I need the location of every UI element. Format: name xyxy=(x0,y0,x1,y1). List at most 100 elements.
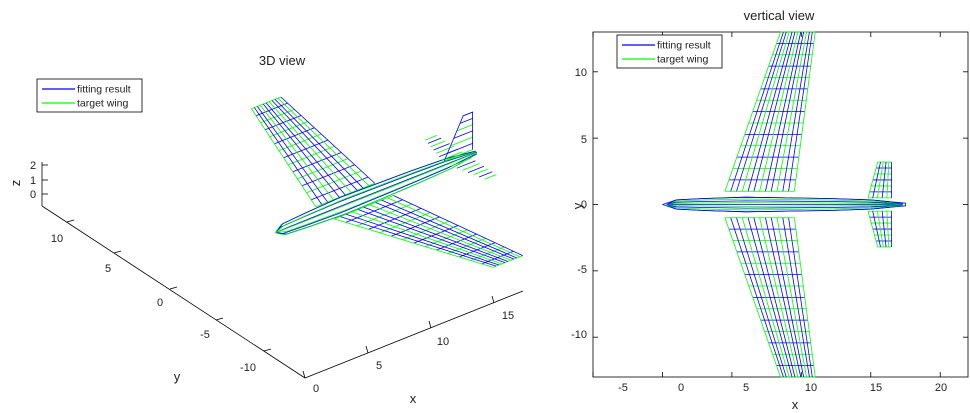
chart-3d-view: 3D view fitting result target wing 2 1 0… xyxy=(8,53,524,406)
fuselage-line xyxy=(275,153,477,235)
fuselage-line xyxy=(666,200,903,205)
tail-spar xyxy=(872,161,881,198)
y-tick-label: 5 xyxy=(581,134,587,146)
chart-title: 3D view xyxy=(259,53,306,68)
y-tick-label: -5 xyxy=(577,264,587,276)
fin-rib xyxy=(453,130,473,139)
tail-spar xyxy=(881,211,887,248)
x-tick-label: -5 xyxy=(618,382,628,394)
wing-spar xyxy=(268,101,352,193)
left-wing-3d xyxy=(334,195,523,268)
x-tick-label: 10 xyxy=(437,336,449,348)
tail-spar xyxy=(886,162,890,198)
tail-spar xyxy=(877,161,884,198)
tail-rib xyxy=(430,140,446,148)
wing-spar xyxy=(730,217,784,378)
axes-3d xyxy=(41,162,524,379)
y-tick-label: 0 xyxy=(157,297,163,309)
wing-spar xyxy=(736,217,787,378)
z-tick-label: 0 xyxy=(30,189,36,201)
tail-rib xyxy=(467,165,485,173)
fuselage-line xyxy=(275,152,476,233)
tail-spar xyxy=(886,211,890,247)
airplane-3d-wireframe xyxy=(251,96,523,268)
x-tick-label: 5 xyxy=(743,382,749,394)
wing-spar xyxy=(759,217,799,378)
x-tick-label: 15 xyxy=(502,310,514,322)
wing-spar xyxy=(759,31,799,192)
fin-rib xyxy=(459,117,473,124)
wing-spar xyxy=(770,31,805,192)
wing-spar xyxy=(730,31,784,192)
fin-rib xyxy=(450,136,473,147)
wing-spar xyxy=(381,199,517,259)
fin-rib xyxy=(444,149,473,162)
wing-spar xyxy=(793,31,816,192)
tail-rib xyxy=(427,137,442,144)
tail-rib xyxy=(433,143,450,151)
legend-box xyxy=(616,34,723,69)
fuselage-line xyxy=(666,196,903,205)
tail-rib xyxy=(424,135,438,141)
wing-spar xyxy=(724,31,781,192)
wing-spar xyxy=(747,217,793,378)
tail-3d xyxy=(424,111,497,180)
wing-spar xyxy=(782,217,810,378)
wing-spar xyxy=(277,97,370,186)
y-tick-label: -10 xyxy=(240,362,256,374)
wing-spar xyxy=(357,209,506,264)
wing-spar xyxy=(274,99,364,189)
tail-spar xyxy=(867,211,879,248)
y-tick-label: -5 xyxy=(200,329,210,341)
x-axis-label: x xyxy=(410,391,417,406)
chart-vertical-view: vertical view 10 5 0 -5 -10 y -5 0 5 10 … xyxy=(570,8,969,412)
y-axis-label: y xyxy=(174,369,181,384)
fuselage-line xyxy=(666,204,903,209)
wing-spar xyxy=(765,217,802,378)
z-tick-label: 1 xyxy=(30,175,36,187)
x-tick-label: 10 xyxy=(805,382,817,394)
legend-label-target: target wing xyxy=(77,98,129,110)
tail-spar xyxy=(877,211,884,248)
wing-spar xyxy=(387,197,520,258)
x-axis-label: x xyxy=(792,397,799,412)
wing-spar xyxy=(782,31,810,192)
y-tick-label: 10 xyxy=(575,67,587,79)
fuselage-line xyxy=(275,151,477,233)
legend: fitting result target wing xyxy=(616,34,723,69)
y-tick-label: 5 xyxy=(105,263,111,275)
x-tick-label: 5 xyxy=(376,360,382,372)
y-axis: 10 5 0 -5 -10 y xyxy=(570,67,587,341)
wing-spar xyxy=(770,217,805,378)
x-tick-label: 15 xyxy=(870,382,882,394)
legend: fitting result target wing xyxy=(36,78,143,113)
wing-spar xyxy=(776,217,807,378)
fin-outline xyxy=(443,111,474,162)
tail-rib xyxy=(462,163,480,171)
wing-spar xyxy=(251,108,317,207)
fuselage-line xyxy=(666,198,903,205)
right-wing-3d xyxy=(251,96,376,208)
y-tick-label: -10 xyxy=(571,329,587,341)
wing-spar xyxy=(363,206,509,262)
wing-spar xyxy=(747,31,793,192)
wing-spar xyxy=(793,217,816,378)
fuselage-line xyxy=(666,204,903,207)
legend-label-fitting: fitting result xyxy=(77,84,131,96)
wing-spar xyxy=(369,204,512,261)
z-axis: 2 1 0 z xyxy=(8,160,48,201)
wing-spar xyxy=(256,106,328,203)
chart-title: vertical view xyxy=(744,8,815,23)
y-tick-label: 0 xyxy=(581,199,587,211)
wing-spar xyxy=(788,31,813,192)
wing-spar xyxy=(271,100,358,191)
y-axis-label: y xyxy=(570,202,585,209)
x-axis-3d: 0 5 10 15 x xyxy=(302,295,514,406)
wing-spar xyxy=(753,31,796,192)
wing-spar xyxy=(724,217,781,378)
airplane-planform xyxy=(662,31,906,378)
x-tick-label: 20 xyxy=(935,382,947,394)
wing-spar xyxy=(351,211,503,265)
wing-spar xyxy=(262,103,340,198)
